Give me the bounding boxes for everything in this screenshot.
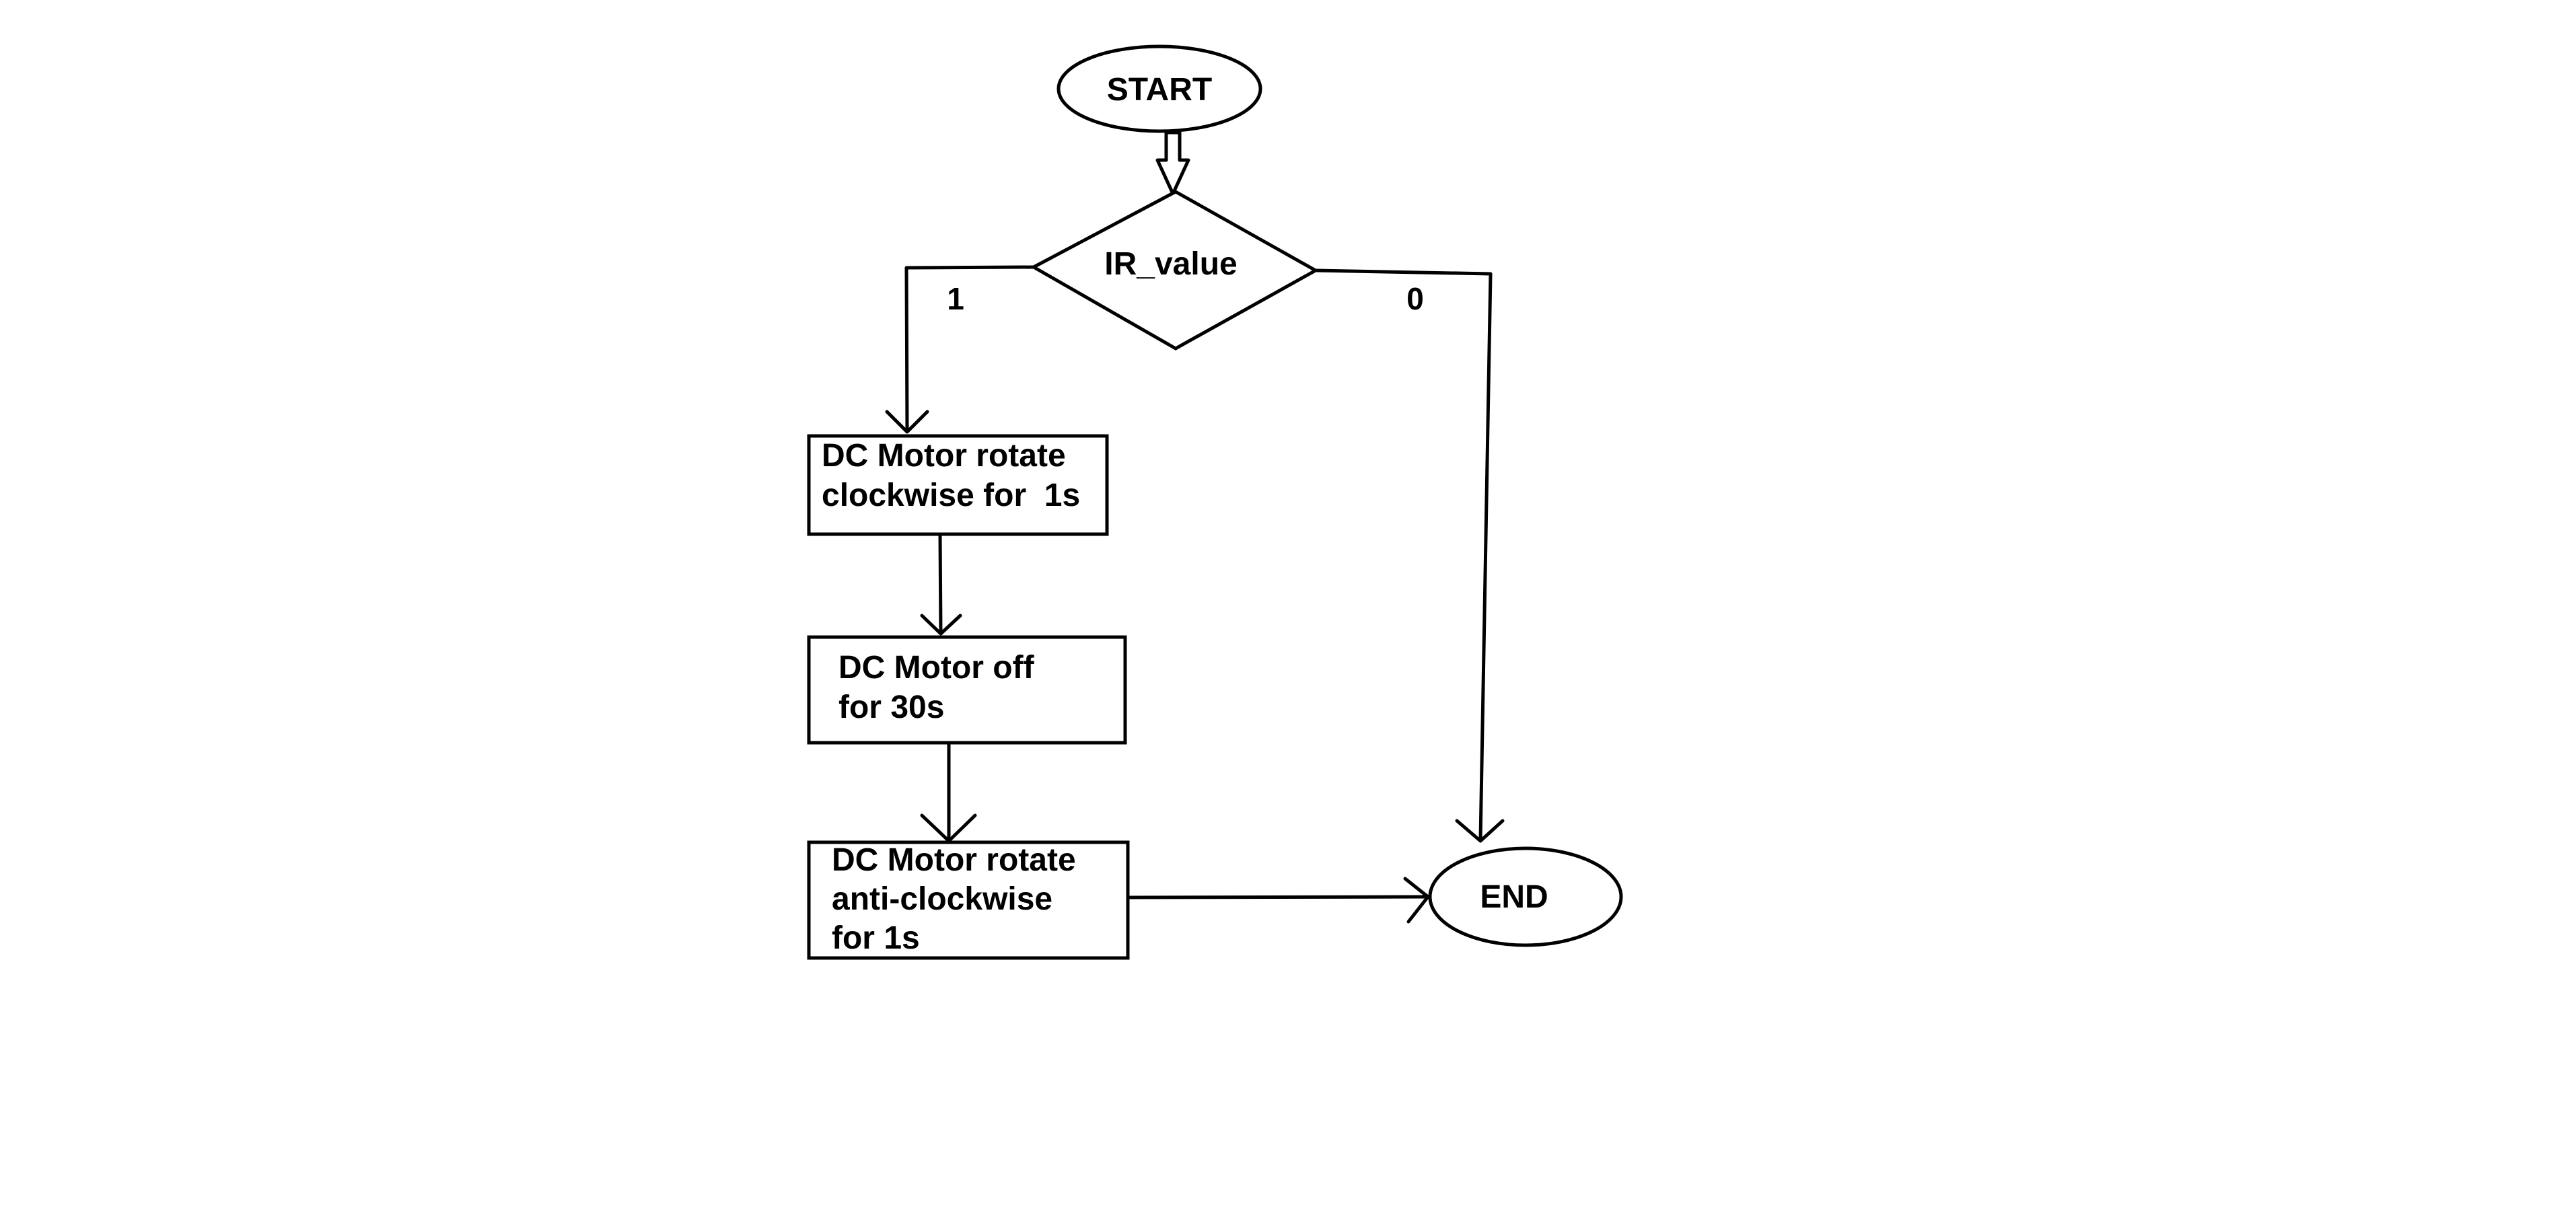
motor-off-line-1: DC Motor off bbox=[838, 650, 1035, 686]
rotate-anticlockwise-line-2: anti-clockwise bbox=[832, 881, 1052, 917]
rotate-anticlockwise-line-3: for 1s bbox=[832, 920, 920, 956]
start-node: START bbox=[1057, 44, 1262, 133]
branch-no-label: 0 bbox=[1406, 281, 1424, 316]
end-label: END bbox=[1480, 879, 1548, 915]
start-label: START bbox=[1107, 72, 1212, 108]
branch-yes-label: 1 bbox=[947, 281, 964, 316]
start-to-decision-arrow bbox=[1155, 131, 1190, 196]
step2-to-step3-arrow bbox=[920, 741, 977, 843]
process-rotate-anticlockwise: DC Motor rotate anti-clockwise for 1s bbox=[807, 840, 1130, 960]
rotate-clockwise-line-2: clockwise for 1s bbox=[822, 478, 1080, 513]
branch-yes-arrow bbox=[885, 265, 1036, 434]
step1-to-step2-arrow bbox=[920, 532, 962, 636]
process-rotate-clockwise: DC Motor rotate clockwise for 1s bbox=[807, 434, 1109, 536]
decision-node: IR_value bbox=[1030, 190, 1320, 351]
end-node: END bbox=[1428, 846, 1623, 947]
decision-label: IR_value bbox=[1104, 246, 1237, 282]
motor-off-line-2: for 30s bbox=[838, 690, 944, 725]
rotate-clockwise-line-1: DC Motor rotate bbox=[822, 438, 1066, 474]
svg-text:DC Motor off for 30s: DC Motor off for 30s bbox=[838, 650, 1043, 725]
rotate-anticlockwise-line-1: DC Motor rotate bbox=[832, 842, 1076, 878]
process-motor-off: DC Motor off for 30s bbox=[807, 635, 1127, 745]
branch-no-arrow bbox=[1314, 268, 1505, 843]
svg-text:DC Motor rotate anti-clo: DC Motor rotate anti-clockwise for 1s bbox=[832, 842, 1085, 956]
svg-text:DC Motor rotate clockwis: DC Motor rotate clockwise for 1s bbox=[822, 438, 1080, 513]
step3-to-end-arrow bbox=[1126, 877, 1430, 924]
